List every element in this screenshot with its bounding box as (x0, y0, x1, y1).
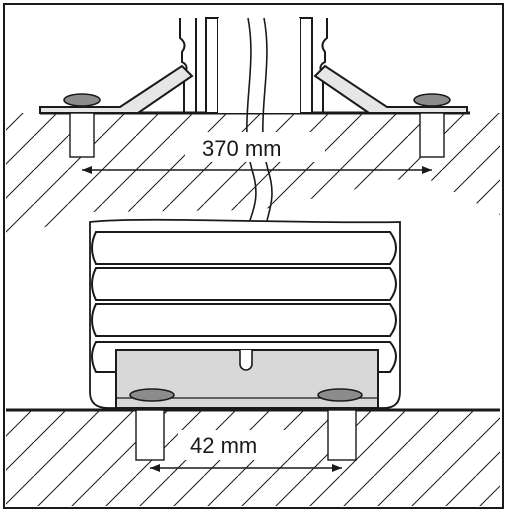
lower-left-anchor-hole (135, 409, 165, 461)
lower-assembly: 42 mm (6, 218, 500, 506)
upper-dimension-arrow-right (422, 166, 432, 174)
keyhole-slot-icon (239, 350, 253, 371)
upper-right-bolt-icon (413, 93, 451, 107)
upper-center-post (179, 17, 328, 114)
lower-right-anchor-hole (327, 409, 357, 461)
fin-2 (91, 267, 397, 301)
lower-dimension-label: 42 mm (190, 433, 257, 458)
lower-right-bolt-icon (317, 388, 363, 402)
lower-dimension-label-bg (178, 430, 288, 460)
upper-left-bolt-icon (63, 93, 101, 107)
lower-left-bolt-icon (129, 388, 175, 402)
upper-dimension-arrow-left (82, 166, 92, 174)
upper-left-anchor-hole (69, 112, 95, 158)
upper-right-anchor-hole (419, 112, 445, 158)
upper-dimension-label-bg (185, 132, 325, 162)
lower-dimension-arrow-left (150, 464, 160, 472)
lower-dimension-arrow-right (332, 464, 342, 472)
upper-right-bracket (313, 64, 468, 114)
fin-3 (91, 303, 397, 337)
fin-1 (91, 231, 397, 265)
upper-dimension-label: 370 mm (202, 136, 281, 161)
